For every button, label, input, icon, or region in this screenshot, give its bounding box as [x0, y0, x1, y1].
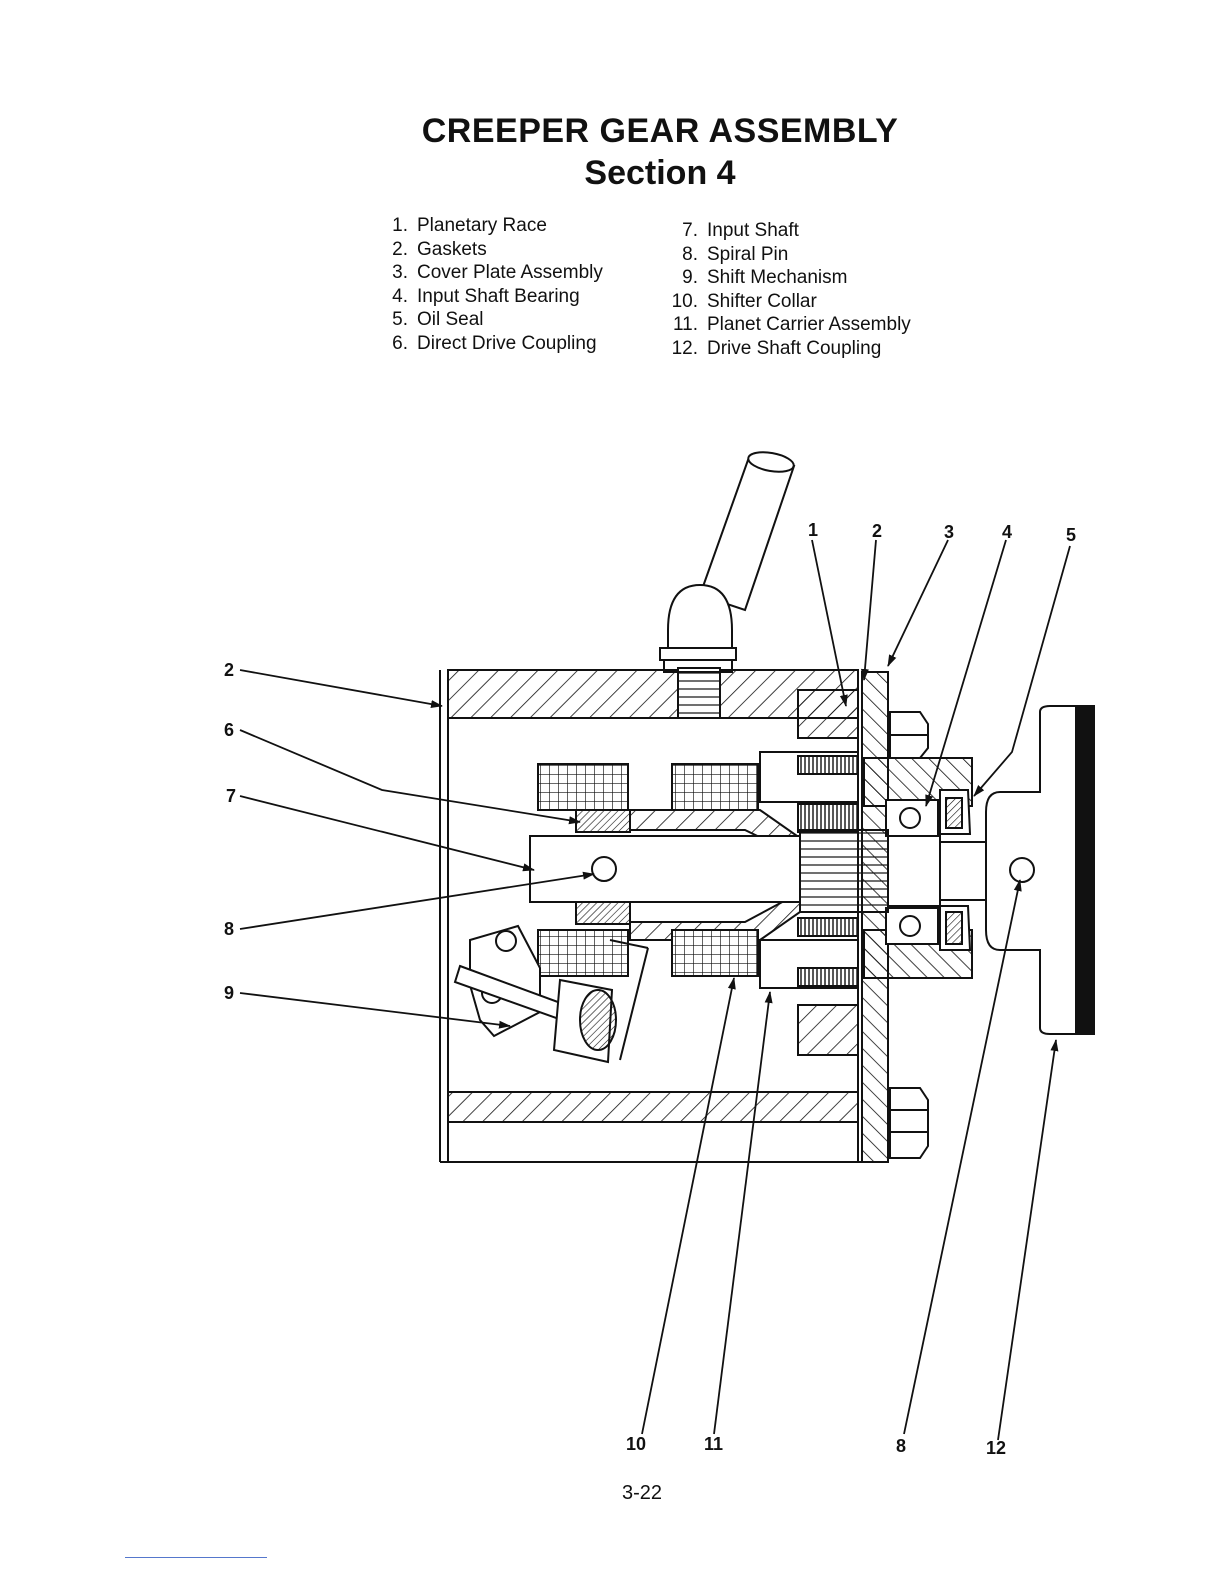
- part-number: 8.: [682, 243, 698, 265]
- callout-7: 7: [226, 786, 236, 806]
- part-name: Direct Drive Coupling: [417, 332, 597, 354]
- part-item: 8. Spiral Pin: [662, 243, 911, 267]
- part-number: 7.: [682, 220, 698, 241]
- callout-2-left: 2: [224, 660, 234, 680]
- callout-2: 2: [872, 521, 882, 541]
- input-shaft: [529, 829, 993, 913]
- parts-list-right: 7. Input Shaft 8. Spiral Pin 9. Shift Mecha…: [662, 219, 911, 361]
- part-item: 10. Shifter Collar: [662, 290, 911, 314]
- part-name: Spiral Pin: [707, 243, 789, 265]
- part-number: 11.: [672, 314, 698, 336]
- part-name: Input Shaft: [707, 220, 799, 241]
- part-name: Shifter Collar: [707, 290, 817, 312]
- housing: [439, 667, 880, 1163]
- footer-rule: [125, 1557, 267, 1558]
- callout-labels: 1 2 3 4 5 2 6 7 8 9 10 11 8 12: [224, 520, 1076, 1458]
- page-title: CREEPER GEAR ASSEMBLY: [421, 112, 899, 150]
- part-number: 6.: [392, 332, 408, 354]
- section-subtitle: Section 4: [584, 154, 736, 192]
- part-number: 12.: [671, 337, 698, 359]
- planetary-race: [797, 689, 859, 1056]
- part-name: Cover Plate Assembly: [417, 262, 603, 284]
- callout-6: 6: [224, 720, 234, 740]
- callout-5: 5: [1066, 525, 1076, 545]
- part-item: 11. Planet Carrier Assembly: [662, 313, 911, 337]
- callout-12: 12: [986, 1438, 1006, 1458]
- part-number: 2.: [392, 238, 408, 260]
- part-name: Drive Shaft Coupling: [707, 337, 882, 359]
- part-number: 4.: [392, 285, 408, 307]
- callout-10: 10: [626, 1434, 646, 1454]
- callout-1: 1: [808, 520, 818, 540]
- part-name: Shift Mechanism: [707, 267, 848, 289]
- part-name: Planet Carrier Assembly: [707, 314, 911, 336]
- callout-9: 9: [224, 983, 234, 1003]
- part-item: 12. Drive Shaft Coupling: [662, 337, 911, 361]
- part-item: 6. Direct Drive Coupling: [380, 332, 603, 356]
- part-name: Gaskets: [417, 238, 487, 260]
- leader-lines: [239, 539, 1071, 1441]
- part-name: Input Shaft Bearing: [417, 285, 580, 307]
- callout-4: 4: [1002, 522, 1012, 542]
- part-name: Planetary Race: [417, 215, 547, 236]
- parts-list-left: 1. Planetary Race 2. Gaskets 3. Cover Plate…: [380, 214, 603, 356]
- drive-shaft-coupling: [985, 705, 1095, 1035]
- part-item: 1. Planetary Race: [380, 214, 603, 238]
- part-item: 3. Cover Plate Assembly: [380, 261, 603, 285]
- page-number: 3-22: [621, 1482, 663, 1504]
- part-name: Oil Seal: [417, 309, 484, 331]
- callout-3: 3: [944, 522, 954, 542]
- callout-8-bottom: 8: [896, 1436, 906, 1456]
- planet-carrier: [629, 751, 859, 989]
- shift-mechanism: [453, 924, 649, 1064]
- callout-8-left: 8: [224, 919, 234, 939]
- gear-blocks: [537, 763, 759, 977]
- part-item: 2. Gaskets: [380, 238, 603, 262]
- part-item: 9. Shift Mechanism: [662, 266, 911, 290]
- part-number: 5.: [392, 309, 408, 331]
- input-shaft-bearing: [885, 799, 939, 945]
- callout-11: 11: [704, 1434, 723, 1454]
- oil-seal: [939, 789, 972, 951]
- part-number: 1.: [392, 215, 408, 236]
- part-item: 7. Input Shaft: [662, 219, 911, 243]
- part-number: 10.: [671, 290, 698, 312]
- part-number: 9.: [682, 267, 698, 289]
- part-item: 5. Oil Seal: [380, 308, 603, 332]
- part-item: 4. Input Shaft Bearing: [380, 285, 603, 309]
- part-number: 3.: [392, 262, 408, 284]
